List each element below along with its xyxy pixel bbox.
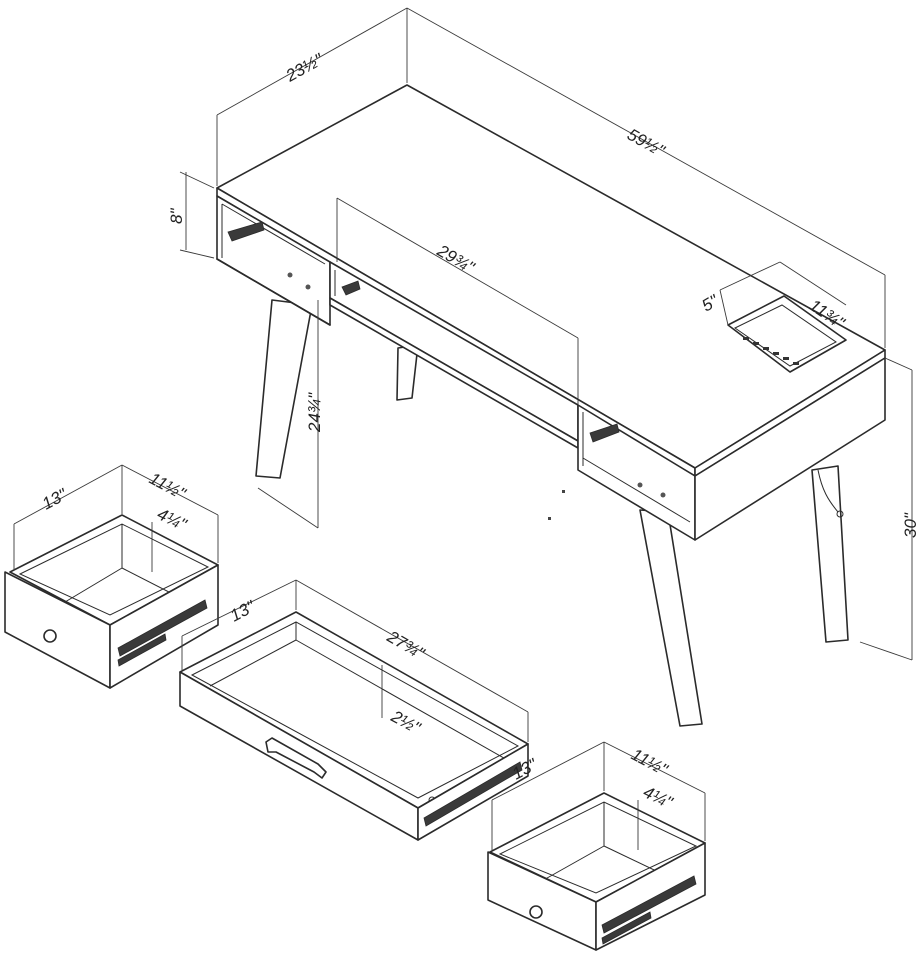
label-shelf-height: 8" bbox=[167, 208, 186, 224]
center-drawer-dimensions bbox=[181, 579, 529, 742]
desk-right-front-leg bbox=[639, 509, 703, 727]
desk-dimensions bbox=[179, 7, 913, 661]
label-left-drawer-height: 4¼" bbox=[154, 504, 190, 534]
label-desk-height: 30" bbox=[901, 512, 920, 538]
label-center-drawer-width: 27¾" bbox=[383, 627, 428, 664]
desk-right-side bbox=[694, 357, 886, 541]
right-drawer-knob bbox=[529, 905, 543, 919]
center-drawer-rail bbox=[341, 280, 361, 296]
label-knee-height: 24¾" bbox=[305, 392, 324, 433]
label-desk-depth: 23½" bbox=[282, 49, 327, 86]
right-drawer-rail bbox=[589, 423, 620, 443]
left-drawer-rail bbox=[227, 221, 265, 242]
label-left-drawer-depth: 11½" bbox=[146, 469, 189, 504]
label-right-drawer-height: 4¼" bbox=[640, 782, 676, 812]
right-drawer-drawing bbox=[487, 792, 706, 951]
desk-left-leg bbox=[255, 299, 313, 479]
center-drawer-handle bbox=[265, 737, 327, 779]
center-drawer-drawing bbox=[179, 611, 529, 841]
label-right-drawer-depth: 11½" bbox=[628, 745, 671, 780]
desk-drawing bbox=[216, 84, 886, 727]
left-drawer-drawing bbox=[4, 514, 219, 689]
label-left-drawer-width: 13" bbox=[39, 485, 71, 514]
desk-right-back-leg bbox=[811, 465, 849, 643]
label-desk-width: 59½" bbox=[624, 125, 668, 161]
right-drawer-dimensions bbox=[491, 741, 706, 850]
left-drawer-knob bbox=[43, 629, 57, 643]
right-drawer-side bbox=[595, 842, 706, 951]
power-bar bbox=[727, 295, 847, 373]
left-drawer-dimensions bbox=[13, 464, 219, 572]
